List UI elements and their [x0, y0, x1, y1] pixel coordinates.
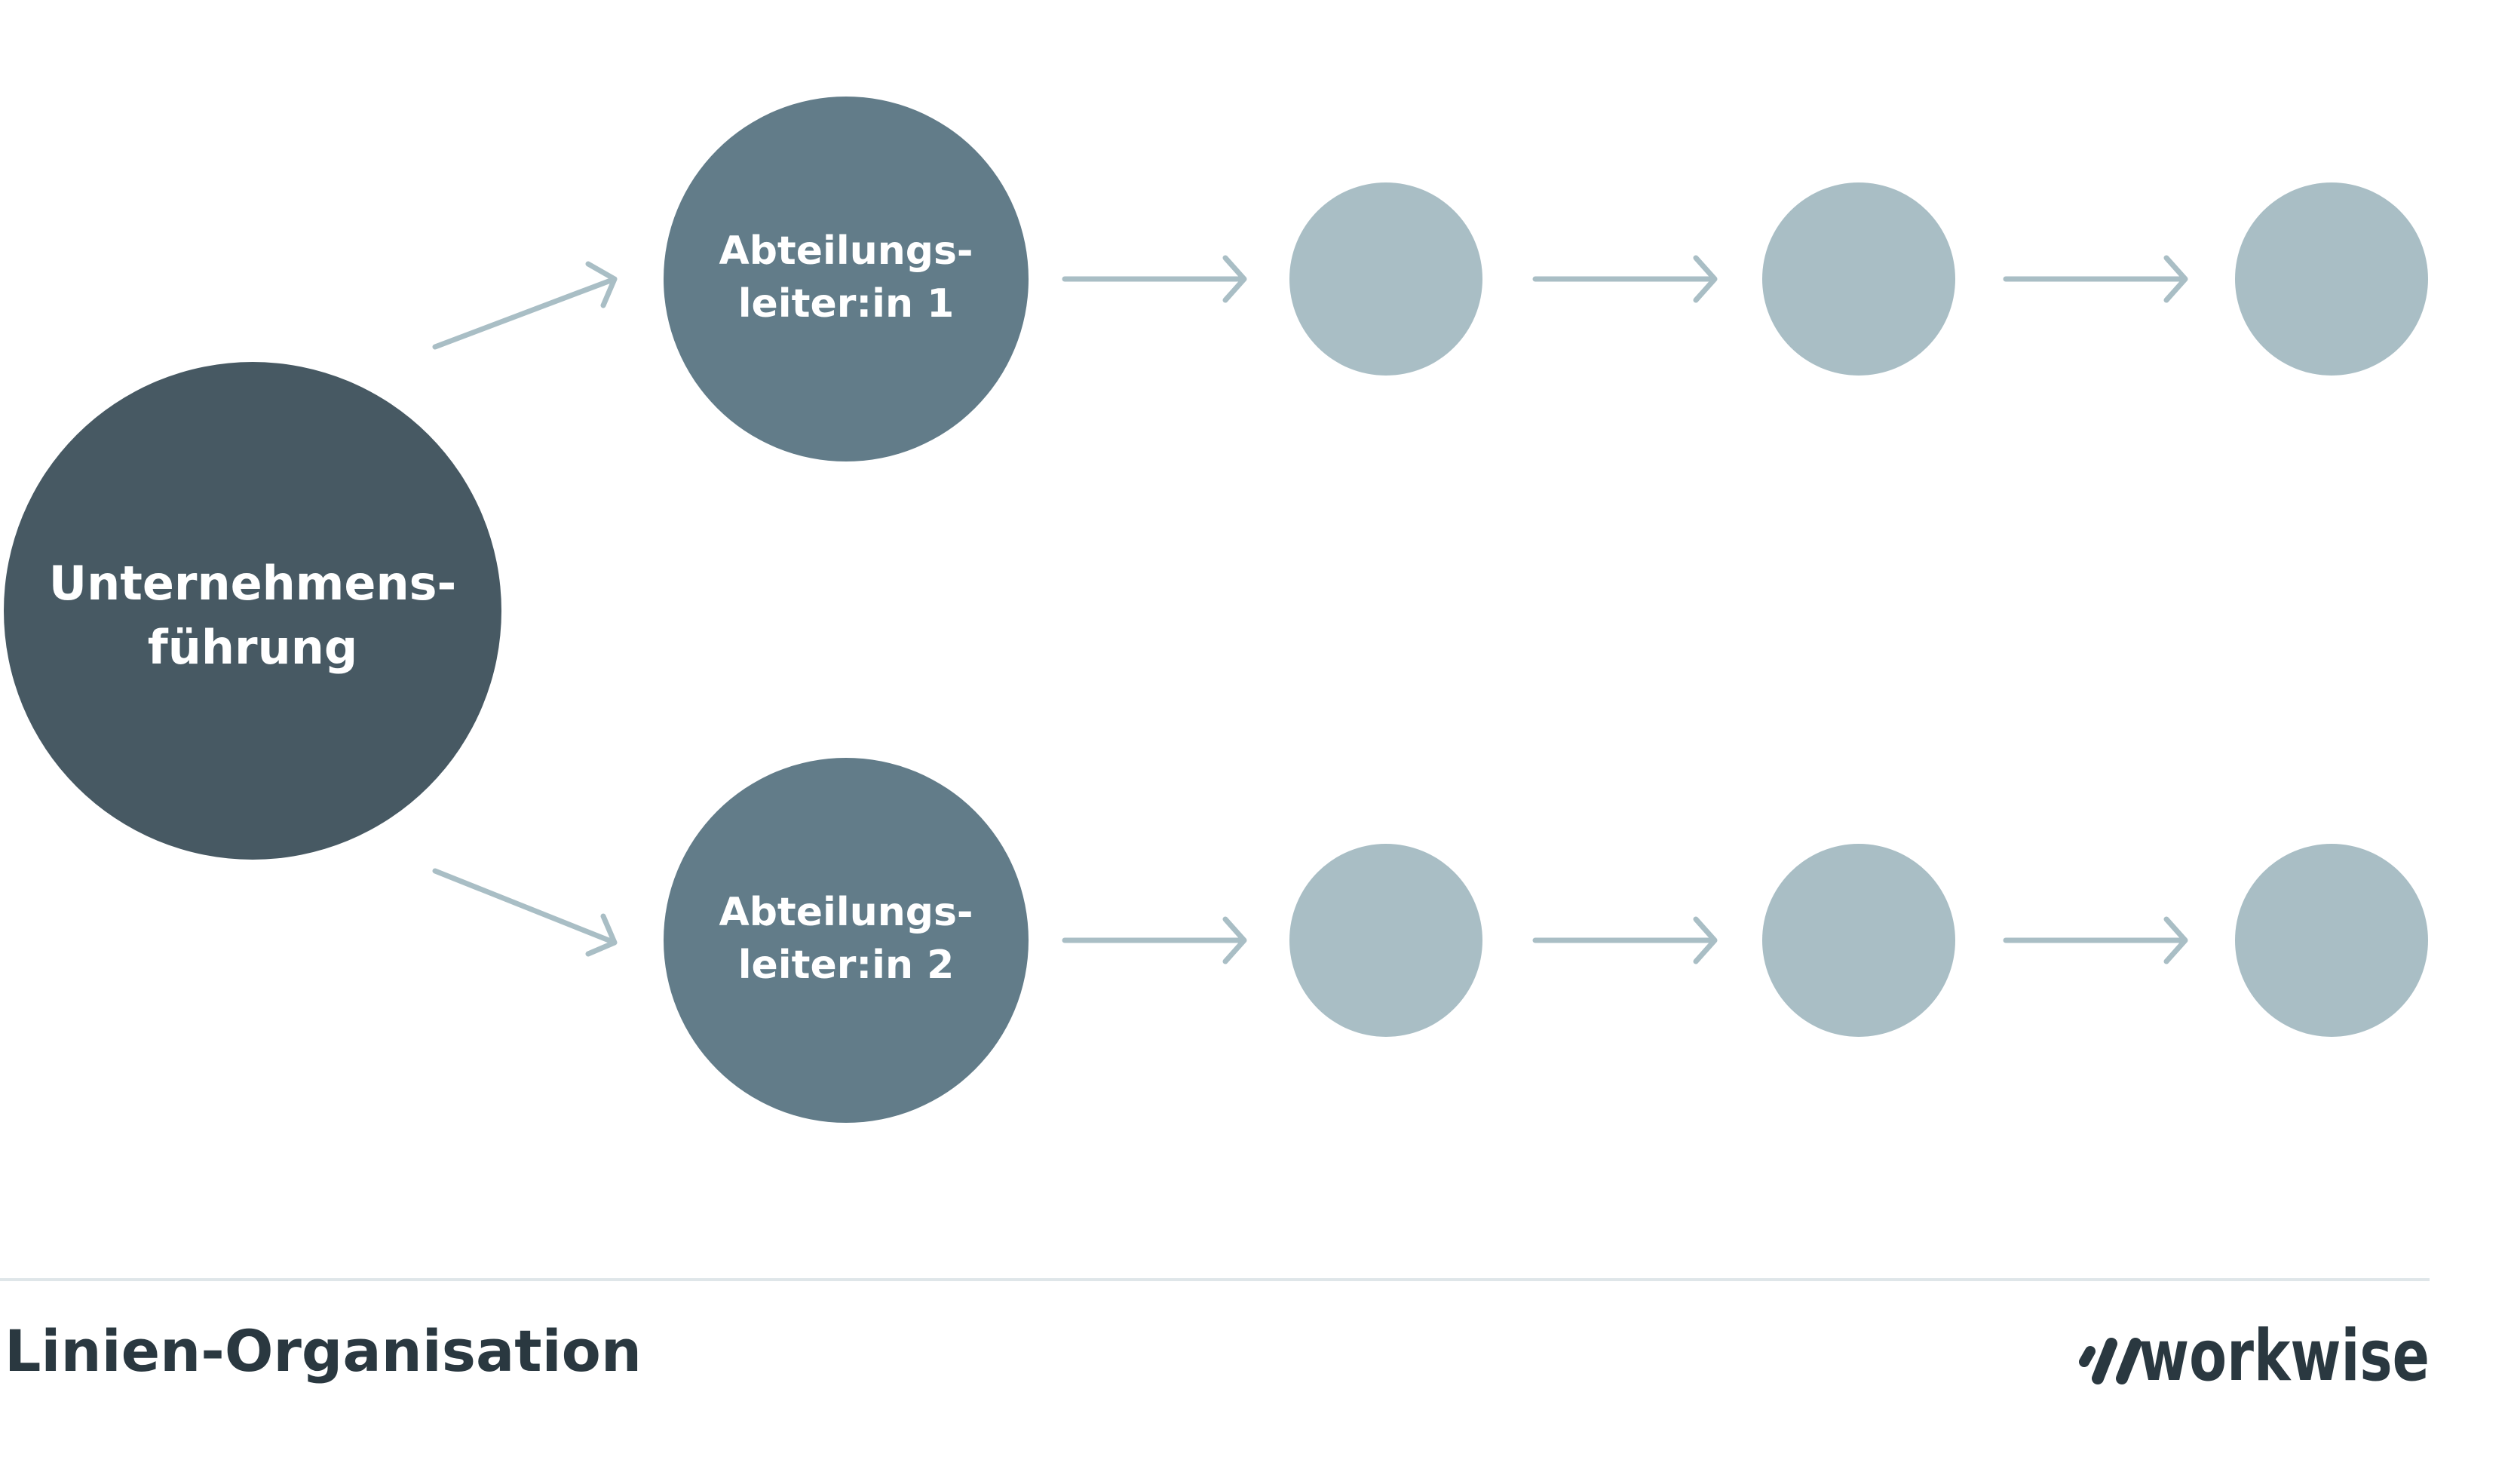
arrow-right-icon — [1062, 916, 1247, 964]
node-subordinate-1-2 — [1762, 182, 1955, 376]
workwise-logo-icon — [2079, 1338, 2142, 1384]
arrow-root-to-manager-1 — [432, 261, 618, 350]
node-root-label-line2: führung — [148, 620, 358, 675]
node-subordinate-1-3 — [2235, 182, 2428, 376]
arrow-right-icon — [2003, 916, 2188, 964]
node-subordinate-1-1 — [1289, 182, 1482, 376]
arrow-right-icon — [432, 868, 618, 957]
node-manager-2: Abteilungs- leiter:in 2 — [664, 758, 1029, 1123]
node-subordinate-2-2 — [1762, 844, 1955, 1037]
line-1: Abteilungs- leiter:in 1 — [664, 97, 2428, 461]
arrow-right-icon — [1532, 255, 1718, 303]
arrow-right-icon — [2003, 255, 2188, 303]
diagram-title: Linien-Organisation — [5, 1317, 642, 1384]
node-manager-2-label-line2: leiter:in 2 — [738, 943, 955, 988]
arrow-root-to-manager-2 — [432, 868, 618, 957]
node-manager-1-label-line2: leiter:in 1 — [738, 281, 955, 327]
arrow-right-icon — [1062, 255, 1247, 303]
node-subordinate-2-3 — [2235, 844, 2428, 1037]
node-manager-2-circle — [664, 758, 1029, 1123]
line-2: Abteilungs- leiter:in 2 — [664, 758, 2428, 1123]
brand-name: workwise — [2138, 1315, 2430, 1397]
arrow-right-icon — [1532, 916, 1718, 964]
node-root: Unternehmens- führung — [4, 362, 501, 860]
node-manager-1: Abteilungs- leiter:in 1 — [664, 97, 1029, 461]
node-manager-1-circle — [664, 97, 1029, 461]
node-root-circle — [4, 362, 501, 860]
node-root-label-line1: Unternehmens- — [49, 556, 457, 611]
brand-logo: workwise — [2079, 1315, 2430, 1397]
node-manager-2-label-line1: Abteilungs- — [719, 890, 973, 935]
node-subordinate-2-1 — [1289, 844, 1482, 1037]
node-manager-1-label-line1: Abteilungs- — [719, 228, 973, 274]
arrow-right-icon — [432, 261, 618, 350]
